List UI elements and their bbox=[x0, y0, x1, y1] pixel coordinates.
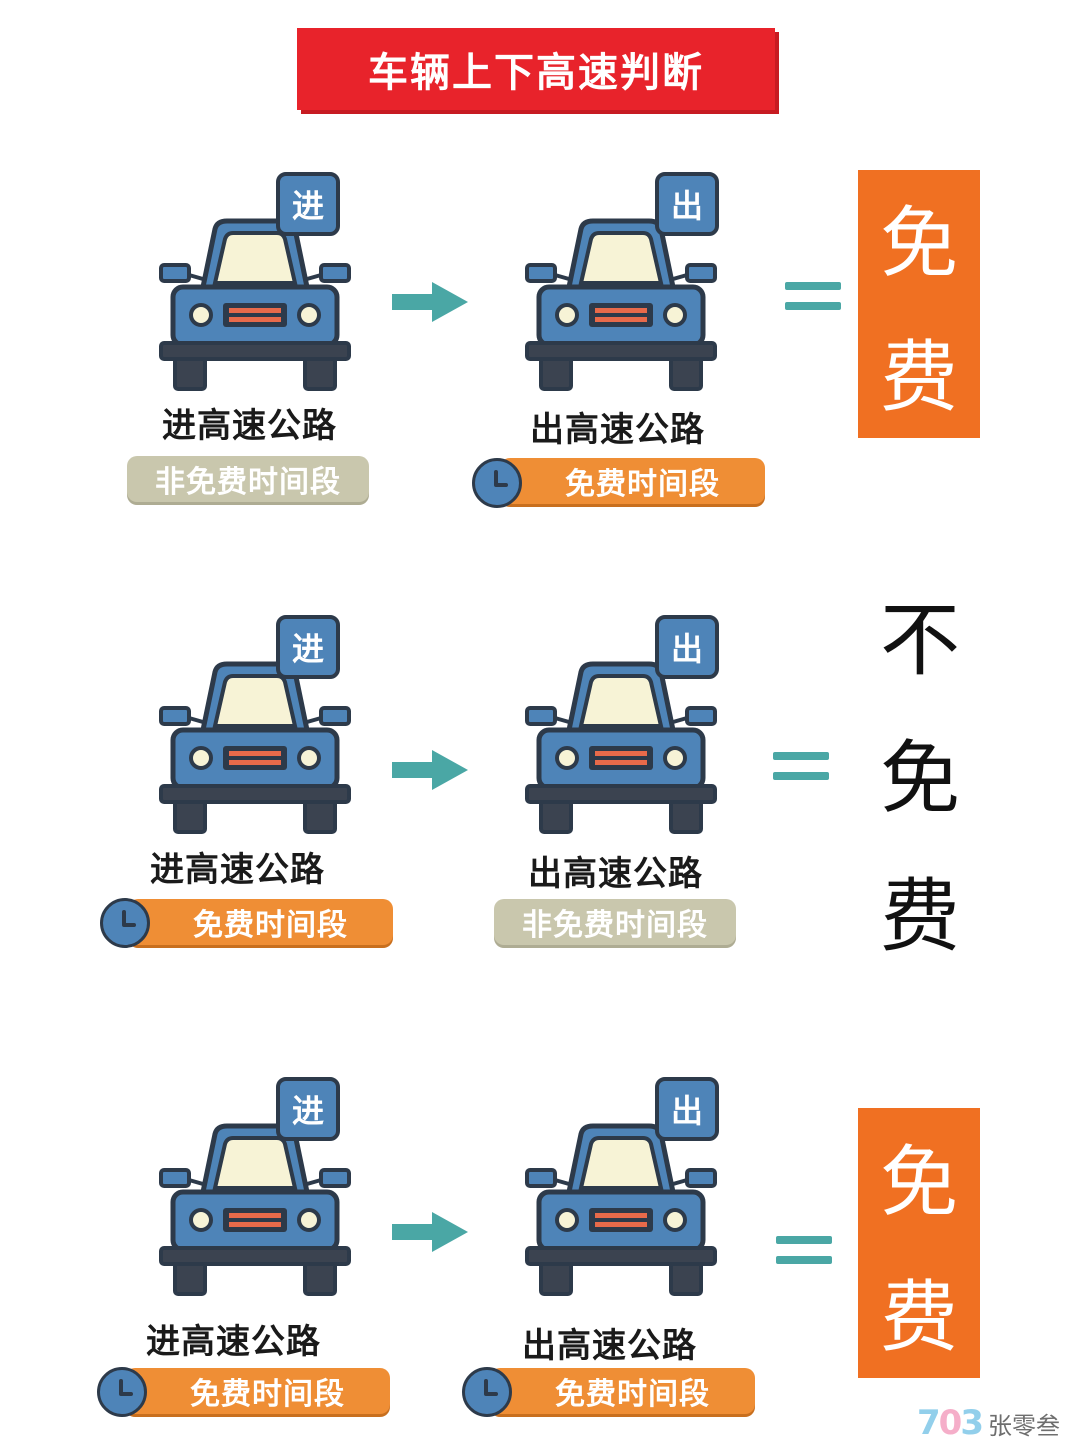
enter-highway-label: 进高速公路 bbox=[146, 1322, 321, 1362]
result-char: 费 bbox=[879, 333, 958, 423]
free-period-pill: 免费时间段 bbox=[490, 1368, 755, 1414]
equals-icon bbox=[785, 282, 841, 312]
arrow-right-icon bbox=[392, 1212, 468, 1252]
enter-highway-label: 进高速公路 bbox=[150, 850, 325, 890]
clock-icon bbox=[462, 1367, 512, 1417]
clock-icon bbox=[100, 898, 150, 948]
equals-icon bbox=[773, 752, 829, 782]
result-char: 免 bbox=[879, 1137, 958, 1228]
nonfree-period-pill: 非免费时间段 bbox=[494, 899, 736, 945]
free-period-pill: 免费时间段 bbox=[128, 899, 393, 945]
result-not-free: 不 免 费 bbox=[860, 572, 980, 986]
exit-highway-label: 出高速公路 bbox=[528, 854, 703, 894]
clock-icon bbox=[97, 1367, 147, 1417]
exit-highway-label: 出高速公路 bbox=[530, 410, 705, 450]
result-char: 免 bbox=[880, 732, 960, 825]
enter-badge: 进 bbox=[276, 172, 340, 236]
exit-badge: 出 bbox=[655, 1077, 719, 1141]
exit-badge: 出 bbox=[655, 172, 719, 236]
clock-icon bbox=[472, 458, 522, 508]
free-period-pill: 免费时间段 bbox=[125, 1368, 390, 1414]
equals-icon bbox=[776, 1236, 832, 1266]
result-char: 不 bbox=[880, 594, 960, 687]
arrow-right-icon bbox=[392, 282, 468, 322]
result-char: 费 bbox=[879, 1272, 958, 1363]
result-free-box: 免 费 bbox=[858, 170, 980, 438]
watermark-logo: 703 bbox=[916, 1403, 984, 1443]
enter-highway-label: 进高速公路 bbox=[162, 406, 337, 446]
result-char: 免 bbox=[879, 199, 958, 289]
arrow-right-icon bbox=[392, 750, 468, 790]
watermark: 703 张零叁 bbox=[917, 1403, 1060, 1443]
page-title: 车辆上下高速判断 bbox=[297, 28, 775, 110]
exit-badge: 出 bbox=[655, 615, 719, 679]
free-period-pill: 免费时间段 bbox=[500, 458, 765, 504]
nonfree-period-pill: 非免费时间段 bbox=[127, 456, 369, 502]
exit-highway-label: 出高速公路 bbox=[522, 1326, 697, 1366]
enter-badge: 进 bbox=[276, 1077, 340, 1141]
watermark-text: 张零叁 bbox=[988, 1411, 1060, 1440]
result-free-box: 免 费 bbox=[858, 1108, 980, 1378]
result-char: 费 bbox=[880, 870, 960, 963]
enter-badge: 进 bbox=[276, 615, 340, 679]
